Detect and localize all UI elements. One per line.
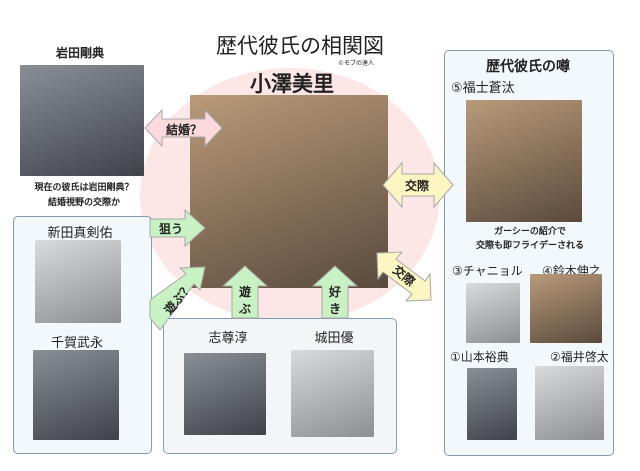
center-photo	[190, 95, 388, 288]
play-label-1: 遊	[239, 285, 252, 299]
right-p2-photo	[535, 366, 604, 440]
right-top-person-photo	[466, 100, 582, 222]
play-label-2: ぶ	[239, 302, 252, 316]
left-person1-photo	[35, 240, 121, 323]
right-p4-photo	[530, 274, 602, 343]
dating-arrow-2	[376, 251, 432, 302]
left-person1-name: 新田真剣佑	[47, 226, 113, 241]
like-arrow	[311, 265, 359, 319]
right-box-title: 歴代彼氏の噂	[486, 59, 570, 75]
iwata-caption-1: 現在の彼氏は岩田剛典？	[34, 183, 134, 193]
iwata-photo	[20, 65, 144, 176]
like-label-1: 好	[329, 285, 342, 299]
target-label: 狙う	[159, 222, 184, 236]
page-title: 歴代彼氏の相関図	[216, 34, 384, 58]
right-p1-photo	[467, 368, 517, 440]
left-person2-photo	[33, 350, 119, 440]
right-p3-name: ③チャニョル	[452, 264, 523, 278]
bottom-person1-name: 志尊淳	[208, 331, 248, 346]
iwata-caption-2: 結婚視野の交際か	[47, 198, 121, 208]
right-p3-photo	[466, 283, 520, 343]
right-caption-2: 交際も即フライデーされる	[475, 241, 585, 251]
bottom-person1-photo	[184, 353, 266, 435]
target-arrow	[149, 208, 206, 248]
iwata-name: 岩田剛典	[55, 46, 105, 60]
play-arrow	[221, 265, 269, 319]
left-person2-name: 千賀武永	[50, 336, 104, 351]
bottom-person2-name: 城田優	[314, 331, 354, 346]
bottom-person2-photo	[291, 350, 374, 437]
marriage-arrow	[144, 108, 223, 148]
center-name: 小澤美里	[250, 72, 334, 96]
credit: ©モブの達人	[338, 60, 375, 67]
like-label-2: き	[329, 302, 342, 316]
marriage-label: 結婚？	[166, 123, 203, 137]
right-p2-name: ②福井啓太	[550, 350, 609, 364]
play-q-arrow	[149, 266, 206, 331]
right-caption-1: ガーシーの紹介で	[494, 227, 566, 237]
dating-arrow-1	[382, 161, 454, 209]
right-p1-name: ①山本裕典	[450, 350, 509, 364]
dating-label-1: 交際	[405, 179, 430, 193]
right-top-person-name: ⑤福士蒼汰	[451, 81, 515, 96]
